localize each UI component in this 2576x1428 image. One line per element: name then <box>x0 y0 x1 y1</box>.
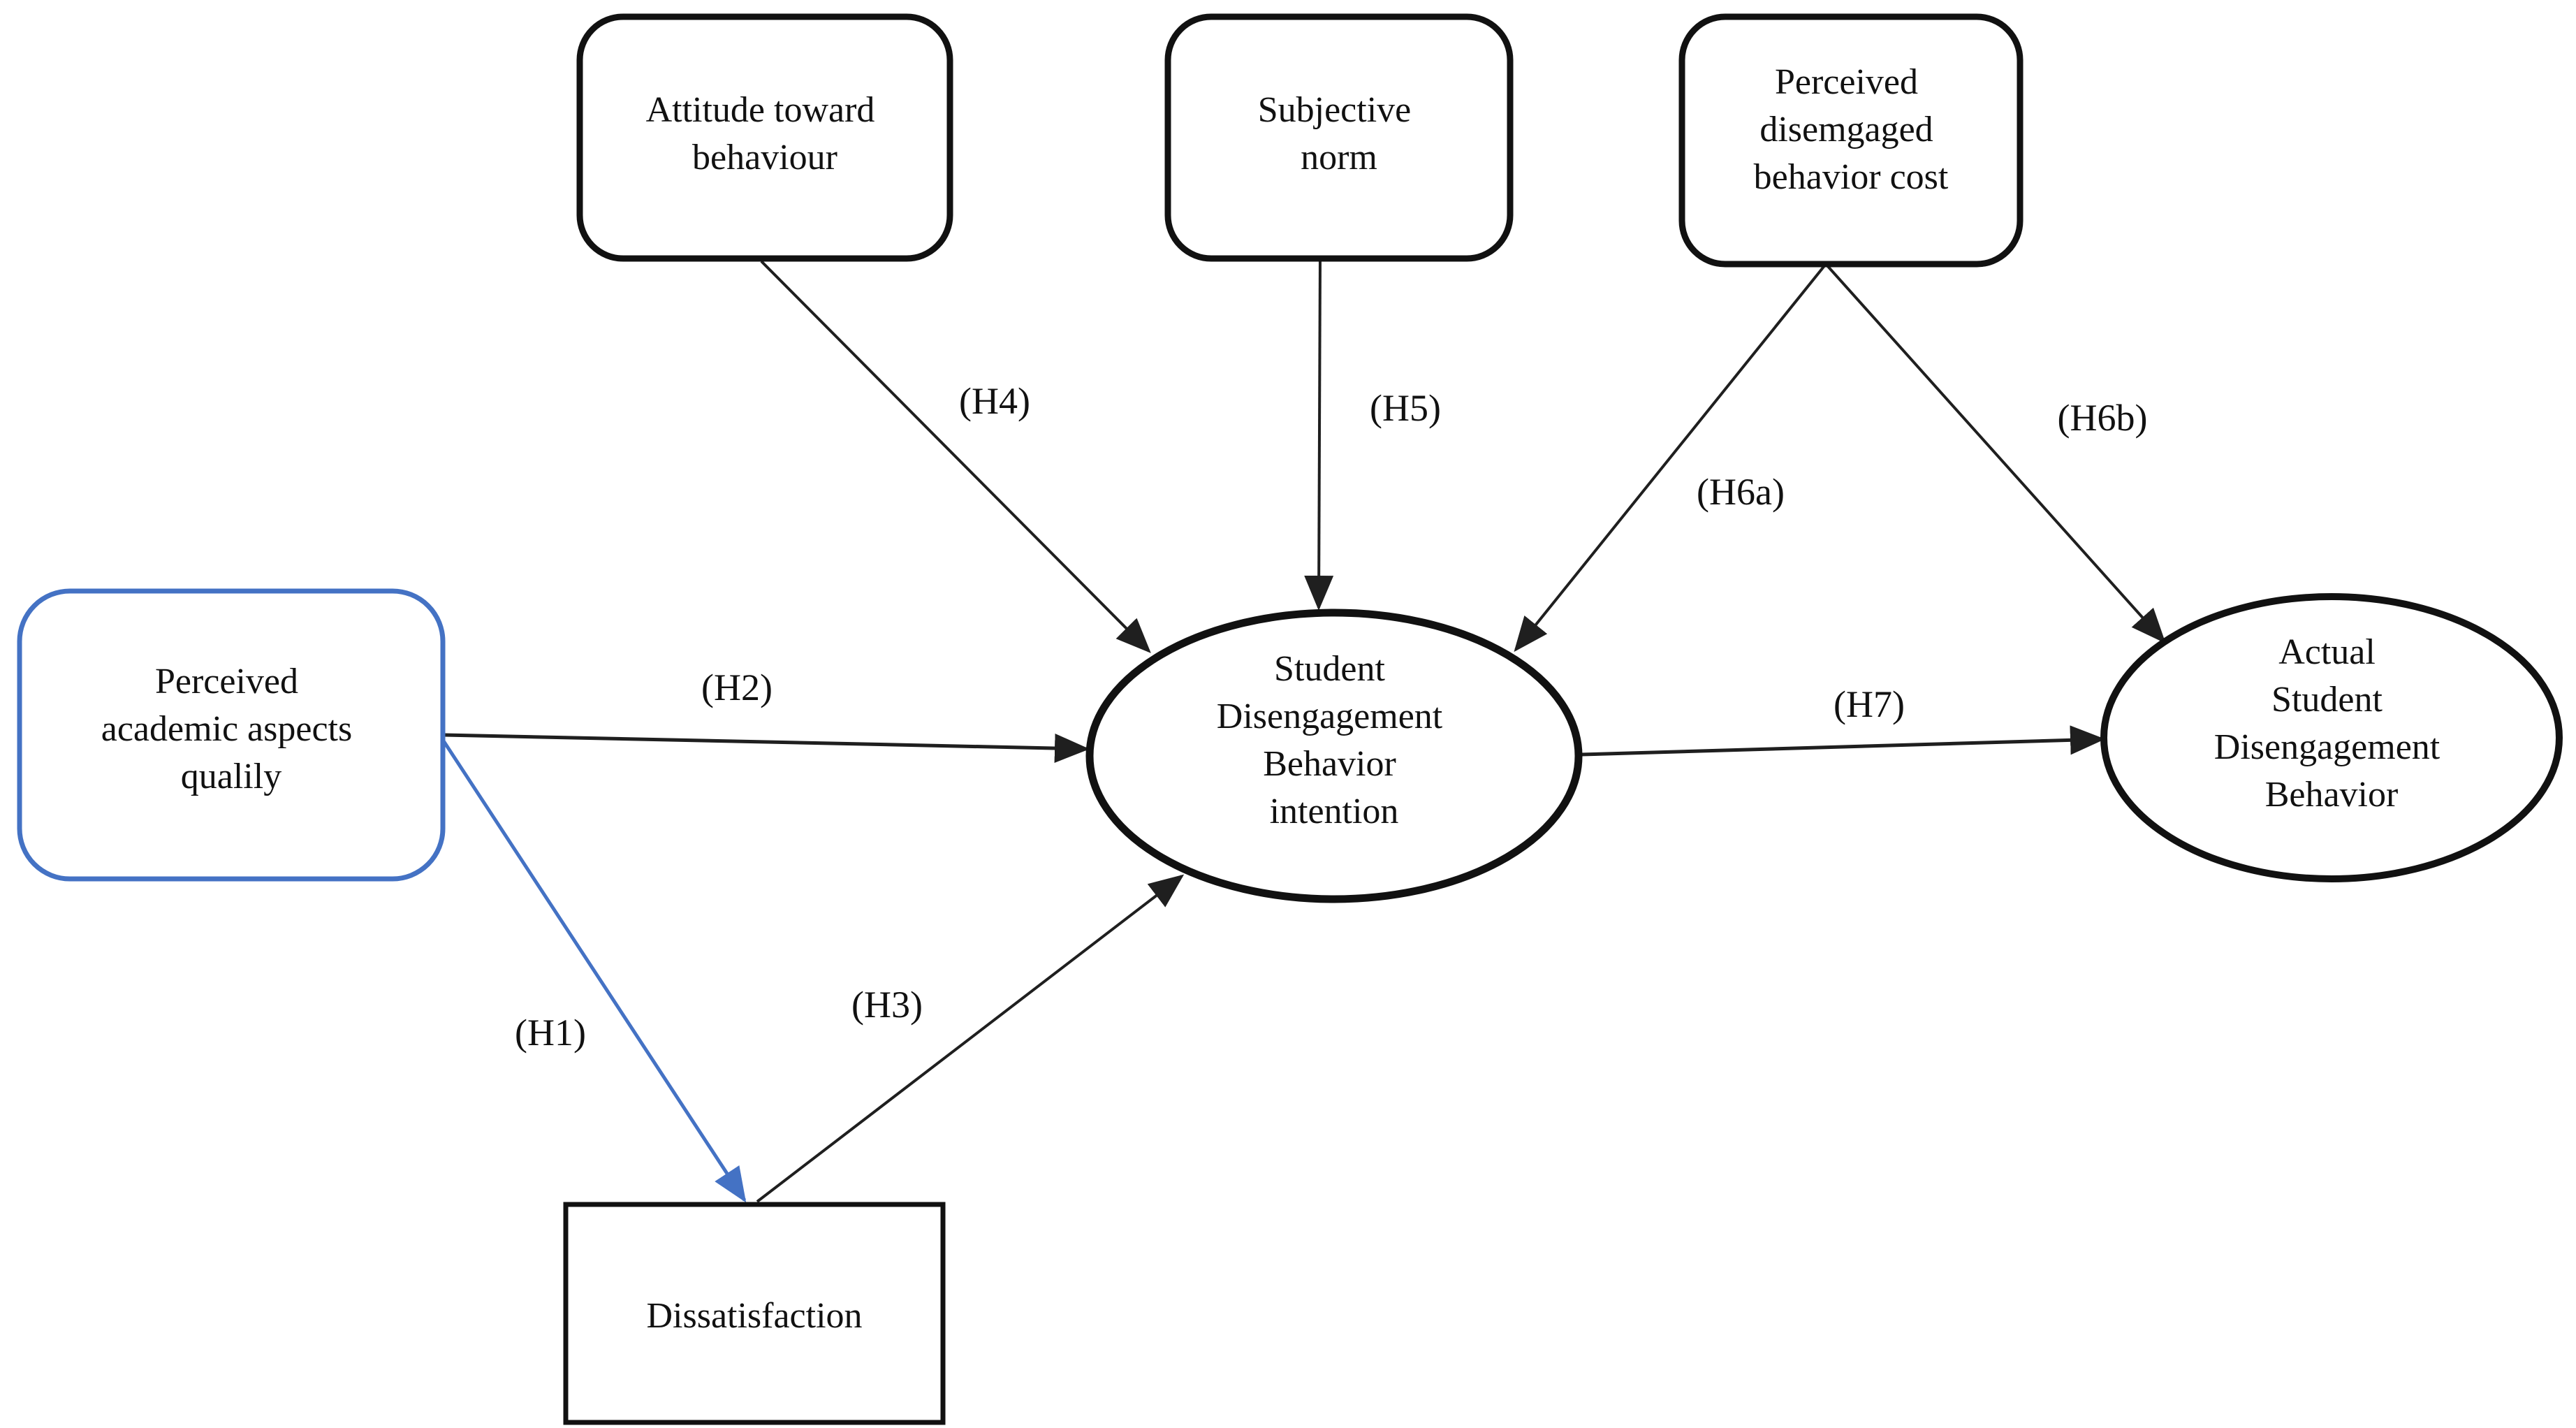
subjective-label-line-1: Subjective <box>1258 90 1412 130</box>
cost-label-line-2: disemgaged <box>1759 110 1933 150</box>
dissatisfaction-label-line-1: Dissatisfaction <box>646 1296 862 1336</box>
dissatisfaction-label: Dissatisfaction <box>646 1296 862 1336</box>
node-actual-student-disengagement-behavior: Actual Student Disengagement Behavior <box>2100 593 2563 882</box>
edge-h5-label: (H5) <box>1370 387 1441 429</box>
edges-group <box>439 258 2166 1203</box>
edge-h6b-label: (H6b) <box>2058 397 2148 439</box>
attitude-label-line-1: Attitude toward <box>646 90 875 130</box>
edge-h2-label: (H2) <box>701 666 773 708</box>
edge-h2-arrow <box>444 733 1090 763</box>
node-subjective-norm: Subjective norm <box>1164 13 1514 262</box>
behavior-cost-label: Perceived disemgaged behavior cost <box>1754 62 1949 197</box>
edge-h1-label: (H1) <box>515 1012 586 1054</box>
edge-h6a-label: (H6a) <box>1697 471 1785 513</box>
edge-h3-arrow <box>756 874 1185 1203</box>
behavior-cost-box <box>1678 13 2024 268</box>
edge-h4-label: (H4) <box>959 380 1030 422</box>
intention-label-line-2: Disengagement <box>1217 697 1443 736</box>
attitude-box <box>576 13 953 262</box>
intention-ellipse <box>1085 609 1583 903</box>
edge-h3-label: (H3) <box>851 984 923 1026</box>
quality-label-line-1: Perceived <box>155 662 298 701</box>
subjective-norm-label: Subjective norm <box>1258 90 1421 177</box>
edge-labels-group: (H4) (H5) (H6a) (H6b) (H2) (H1) (H3) (H7… <box>515 380 2147 1054</box>
academic-quality-label: Perceived academic aspects qualily <box>101 662 361 796</box>
quality-label-line-2: academic aspects <box>101 709 352 749</box>
node-student-disengagement-behavior-intention: Student Disengagement Behavior intention <box>1085 609 1583 903</box>
quality-label-line-3: qualily <box>181 757 281 796</box>
cost-label-line-1: Perceived <box>1775 62 1918 102</box>
node-dissatisfaction: Dissatisfaction <box>563 1202 946 1425</box>
actual-behavior-ellipse <box>2100 593 2563 882</box>
actual-label-line-1: Actual <box>2278 632 2376 672</box>
edge-h7-arrow <box>1581 725 2105 757</box>
edge-h1-arrow <box>439 736 747 1203</box>
actual-label-line-3: Disengagement <box>2214 727 2440 767</box>
dissatisfaction-box <box>563 1202 946 1425</box>
actual-behavior-label: Actual Student Disengagement Behavior <box>2214 632 2449 815</box>
subjective-norm-box <box>1164 13 1514 262</box>
edge-h7-label: (H7) <box>1834 683 1905 725</box>
attitude-label-line-2: behaviour <box>692 138 837 177</box>
edge-h5-arrow <box>1304 258 1334 611</box>
academic-quality-box <box>17 588 446 882</box>
intention-label-line-3: Behavior <box>1263 744 1396 784</box>
intention-label-line-4: intention <box>1270 792 1399 831</box>
edge-h6b-arrow <box>1824 263 2166 643</box>
attitude-label: Attitude toward behaviour <box>646 90 884 177</box>
cost-label-line-3: behavior cost <box>1754 157 1949 197</box>
actual-label-line-2: Student <box>2271 680 2383 720</box>
node-perceived-academic-aspects-quality: Perceived academic aspects qualily <box>17 588 446 882</box>
subjective-label-line-2: norm <box>1301 138 1377 177</box>
edge-h6a-arrow <box>1514 263 1827 653</box>
intention-label: Student Disengagement Behavior intention <box>1217 649 1451 831</box>
edge-h4-arrow <box>760 260 1151 653</box>
actual-label-line-4: Behavior <box>2265 775 2399 815</box>
node-attitude-toward-behaviour: Attitude toward behaviour <box>576 13 953 262</box>
intention-label-line-1: Student <box>1274 649 1385 689</box>
node-perceived-disengaged-behavior-cost: Perceived disemgaged behavior cost <box>1678 13 2024 268</box>
